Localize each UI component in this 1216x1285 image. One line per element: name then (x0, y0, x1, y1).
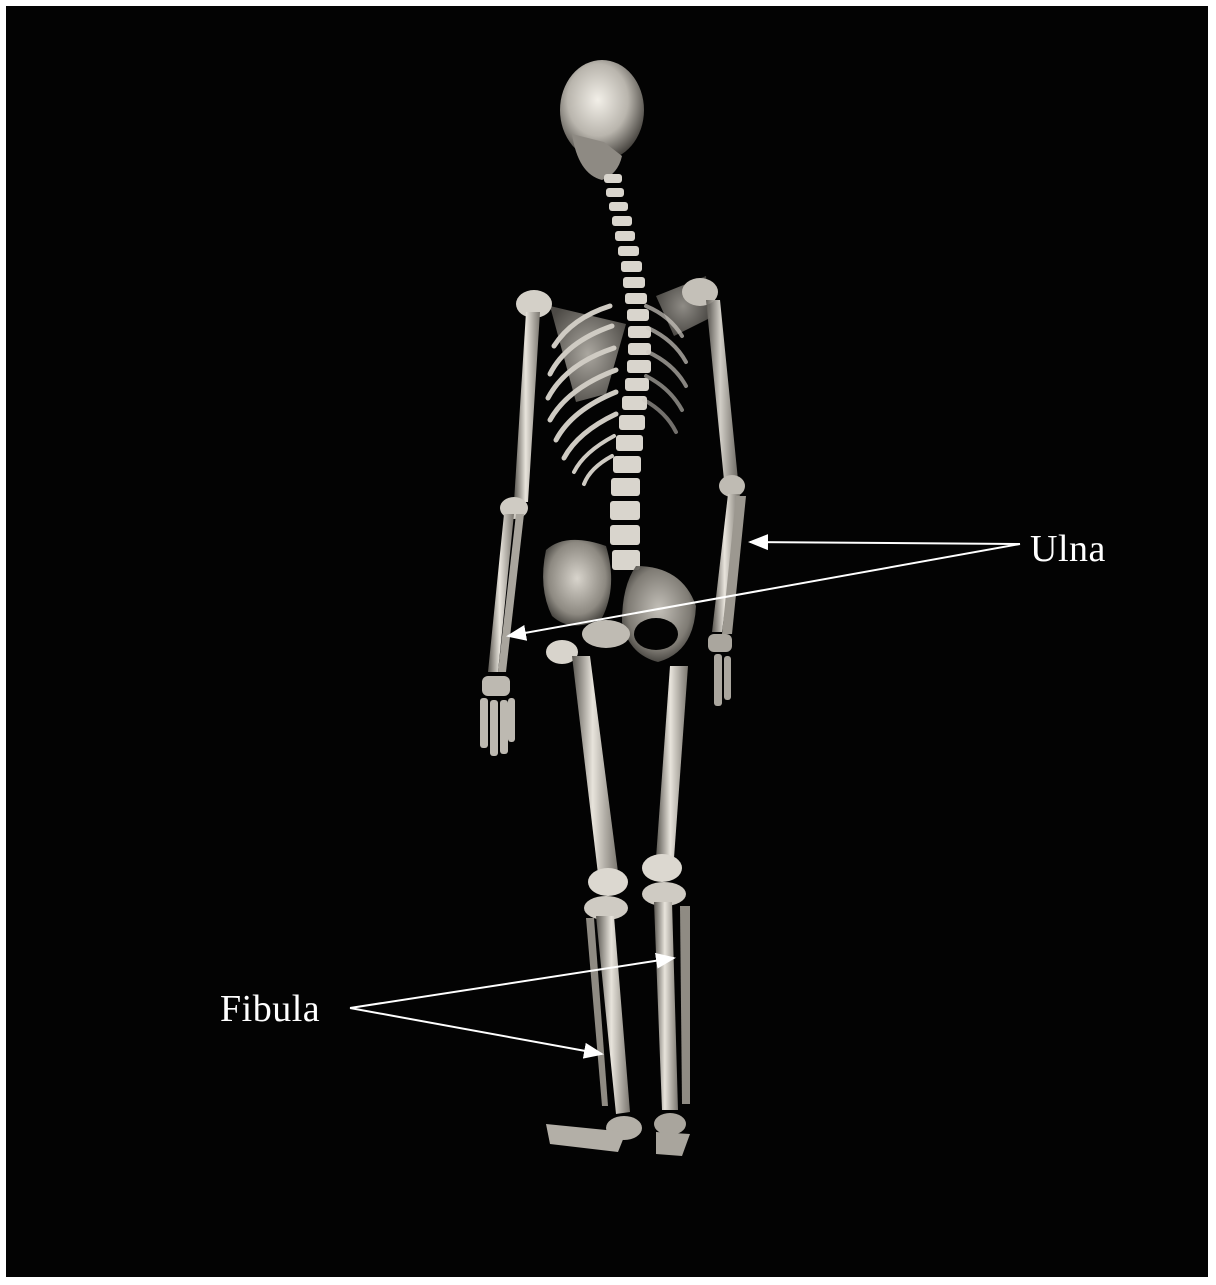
ulna-label: Ulna (1030, 530, 1106, 568)
right-leg (642, 666, 690, 1156)
fibula-label: Fibula (220, 990, 320, 1028)
left-leg (546, 656, 642, 1152)
left-arm (480, 290, 552, 756)
fibula-pointers (350, 958, 674, 1054)
skeleton-figure: Ulna Fibula (6, 6, 1208, 1277)
skull (560, 60, 644, 180)
right-arm (682, 278, 746, 706)
skeleton-illustration (6, 6, 1208, 1277)
